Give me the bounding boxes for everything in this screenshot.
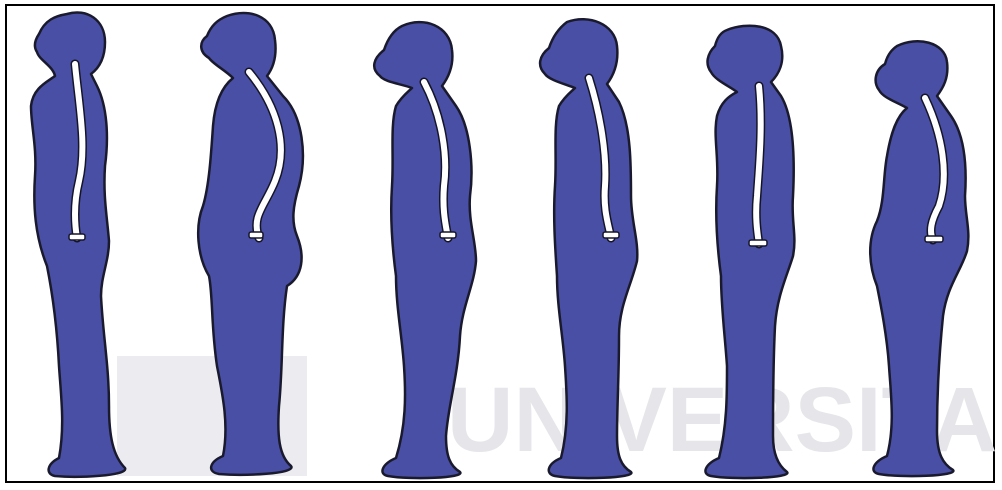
body-silhouette — [198, 13, 303, 475]
body-silhouette — [705, 26, 794, 478]
posture-figure-6 — [870, 41, 968, 476]
sacrum-marker — [440, 232, 456, 238]
posture-figure-2 — [198, 13, 303, 475]
posture-figure-4 — [540, 19, 637, 478]
figures-row: .body { fill: #4a4fa6; stroke: #15152a; … — [7, 6, 997, 485]
image-frame: UNIVERSITAS .body { fill: #4a4fa6; strok… — [5, 4, 995, 483]
body-silhouette — [870, 41, 968, 476]
sacrum-marker — [749, 240, 767, 246]
sacrum-marker — [603, 232, 619, 238]
sacrum-marker — [69, 234, 85, 240]
posture-figure-5 — [705, 26, 794, 478]
posture-figure-3 — [374, 22, 476, 478]
sacrum-marker — [249, 232, 263, 238]
posture-figure-1 — [31, 12, 125, 476]
sacrum-marker — [925, 236, 943, 242]
